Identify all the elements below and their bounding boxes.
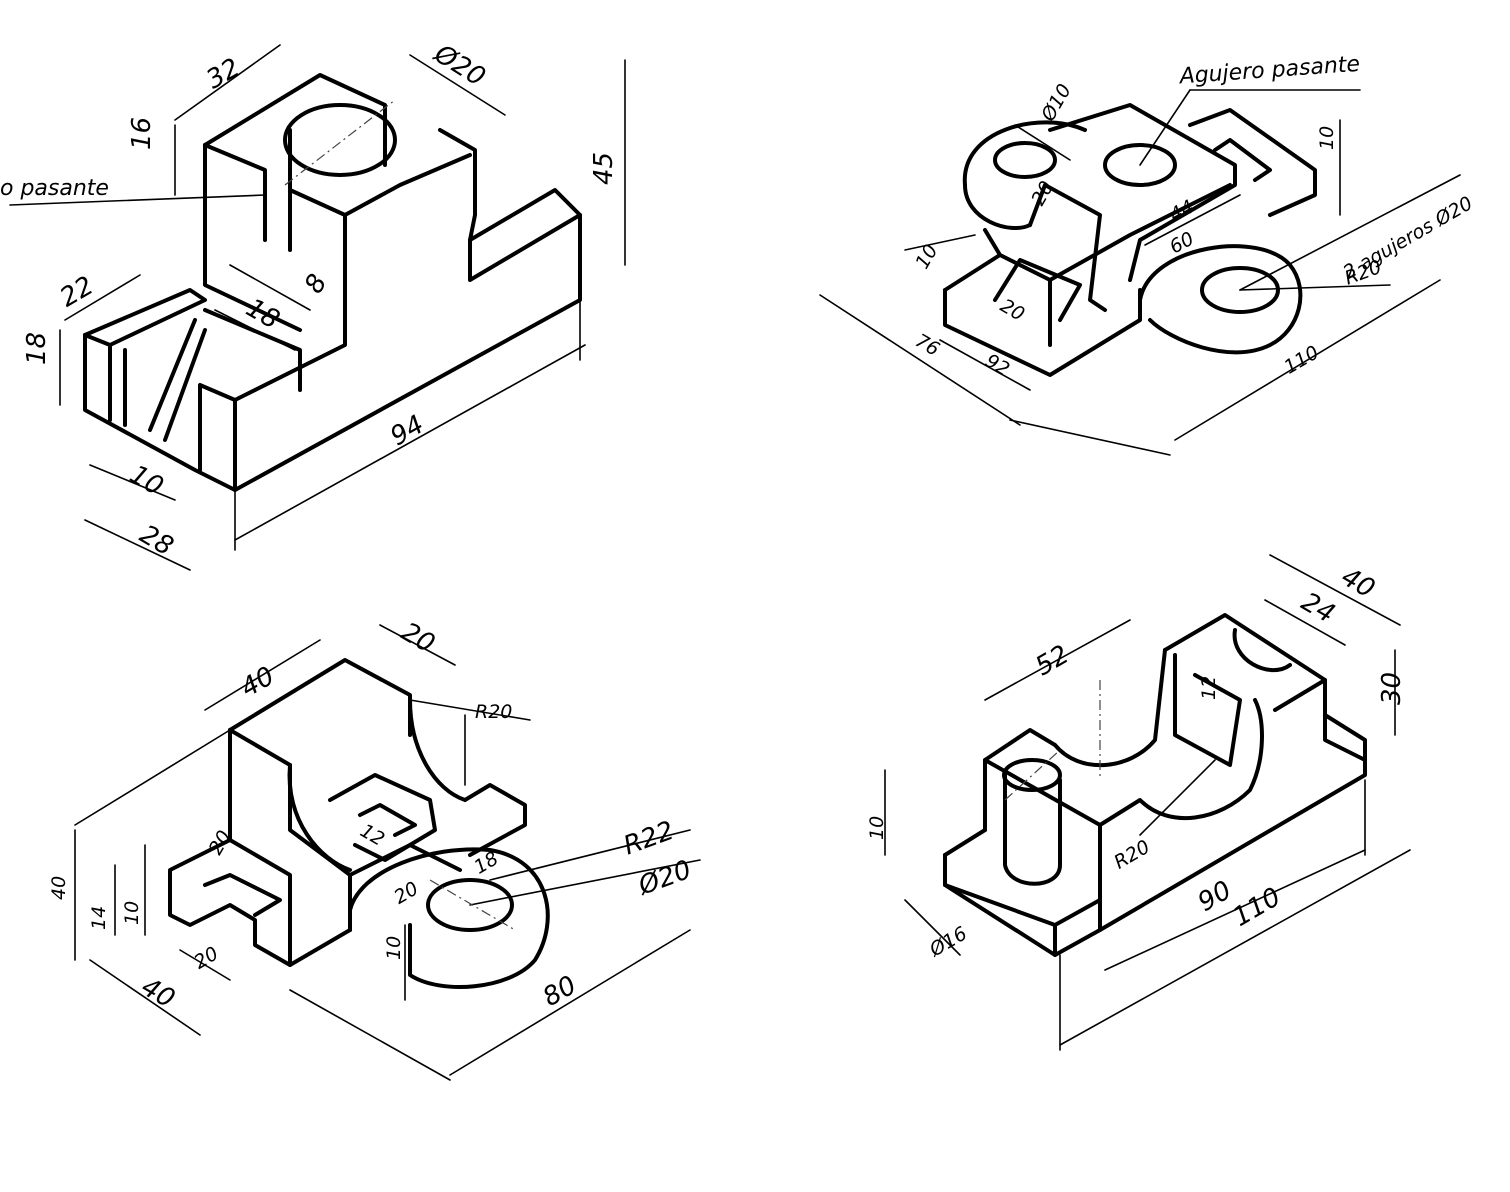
note-label: Agujero pasante — [1177, 52, 1361, 90]
dim-label: 10 — [911, 241, 942, 273]
dim-label: 40 — [136, 972, 180, 1015]
dim-label: Ø10 — [1037, 80, 1076, 126]
dim-label: 40 — [1336, 562, 1380, 605]
dim-label: Ø16 — [925, 923, 971, 962]
drawing-bottom-right: 40 24 52 12 30 10 R20 90 110 Ø16 — [866, 554, 1411, 1051]
dim-label: 28 — [135, 520, 179, 563]
dim-label: R20 — [1110, 836, 1153, 874]
drawing-top-right: Agujero pasante Ø10 10 20 44 60 2 agujer… — [819, 52, 1476, 456]
drawing-bottom-left: 40 20 R20 40 14 10 20 12 R22 Ø20 18 20 1… — [48, 617, 701, 1081]
dim-label: 10 — [1316, 126, 1338, 150]
dim-label: R22 — [620, 816, 678, 862]
dim-label: 16 — [127, 117, 157, 150]
dim-label: 94 — [386, 410, 430, 453]
dim-label: 40 — [236, 661, 280, 704]
dim-label: 80 — [538, 970, 582, 1013]
dim-label: 14 — [88, 906, 110, 930]
dim-label: Ø20 — [634, 855, 696, 902]
dim-label: 8 — [299, 269, 333, 298]
dim-label: 10 — [383, 936, 405, 960]
dim-label: R20 — [475, 701, 512, 723]
note-label: o pasante — [0, 176, 109, 201]
dim-label: 20 — [390, 878, 422, 909]
drawing-top-left: o pasante 32 Ø20 16 45 22 18 8 18 94 10 … — [0, 38, 626, 571]
dim-label: 20 — [996, 295, 1028, 326]
dim-label: 12 — [1198, 676, 1220, 700]
dim-label: 22 — [55, 271, 99, 314]
dim-label: 20 — [1027, 177, 1058, 209]
dim-label: 10 — [866, 816, 888, 840]
dim-label: 52 — [1031, 640, 1075, 683]
dim-label: 40 — [48, 876, 70, 900]
dim-label: 20 — [190, 943, 222, 974]
dim-label: 32 — [202, 53, 246, 96]
dim-label: 18 — [22, 332, 52, 365]
dim-label: 10 — [121, 901, 143, 925]
dim-label: 10 — [125, 460, 169, 503]
dim-label: 24 — [1296, 587, 1340, 630]
dim-label: 76 — [911, 330, 943, 361]
dim-label: 30 — [1377, 672, 1407, 705]
dim-label: 45 — [589, 152, 619, 185]
dim-label: Ø20 — [428, 38, 490, 92]
